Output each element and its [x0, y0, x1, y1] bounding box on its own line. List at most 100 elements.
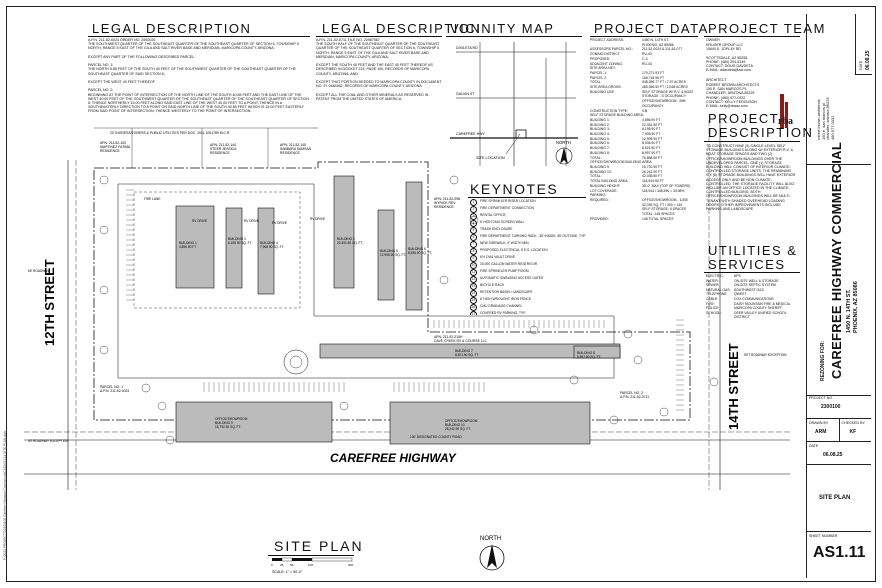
- building-4: [257, 207, 275, 295]
- keynote-number-icon: 1: [470, 199, 477, 206]
- project-team-underline: [704, 36, 800, 37]
- street-label-12th: 12TH STREET: [42, 259, 57, 346]
- project-data-value: 4,896.90 FT: [642, 117, 661, 122]
- architect-label: ARCHITECT: [706, 78, 727, 82]
- building-8: [573, 345, 621, 359]
- plan-annotation: 40' ROADWAY EXCEPTION: [28, 439, 69, 443]
- keynote-number-icon: 17: [470, 311, 477, 315]
- utility-key: SCHOOL:: [706, 310, 722, 315]
- scale-tick: 25: [280, 563, 284, 567]
- keynote-number-icon: 13: [470, 283, 477, 290]
- project-data-key: BUILDING 9:: [590, 164, 610, 169]
- parking-stalls: [126, 189, 684, 411]
- vicinity-north-arrow-icon: [560, 147, 568, 164]
- project-data-row: PROPOSED:C-3: [590, 57, 698, 62]
- keynote-number-icon: 6: [470, 234, 477, 241]
- project-data-value: RU-43: [642, 61, 652, 66]
- vicinity-site-marker: [515, 129, 527, 139]
- project-description-body: TO CONSTRUCT NINE (9) SINGLE LEVEL SELF …: [706, 144, 796, 212]
- plan-annotation: RV DRIVE: [244, 219, 259, 223]
- plan-annotation: 100' DESIGNATED COUNTY ROAD: [410, 435, 462, 439]
- project-data-title: PROJECT DATA: [594, 21, 709, 36]
- legal-description-1-title: LEGAL DESCRIPTION: [92, 21, 252, 36]
- adjacent-parcel-labels: 20' INGRESS/EGRESS & PUBLIC UTILITIES PE…: [100, 131, 649, 399]
- project-data-key: BUILDING HEIGHT:: [590, 183, 621, 188]
- project-data-value: SELF STORAGE W/ R.V. & BOAT STORAGE - S …: [642, 89, 694, 99]
- project-data-row: OFFICE/SHOWROOM - B/M OCCUPANCY: [590, 99, 698, 108]
- drawn-by: ARM: [815, 429, 827, 435]
- project-data-row: REQUIRED:OFFICE/SHOWROOM - 1/300: [590, 198, 698, 203]
- north-arrow-icon: [487, 544, 497, 568]
- project-no-cell: PROJECT NO. 2300100: [807, 394, 871, 419]
- landscape-island: [283, 349, 309, 375]
- file-path-note: P:\2023 PROJECTS\2300100 Carefree Highwa…: [3, 430, 7, 560]
- project-data-row: SITE AREA NET:: [590, 66, 698, 71]
- project-data-value: 465,356.50 FT / 10.68 ACRES: [642, 85, 688, 90]
- project-address: 1450 N. 14TH ST. PHOENIX, AZ 85086: [846, 281, 859, 333]
- sheet-title-cell: SITE PLAN: [807, 465, 871, 532]
- keynote-number-icon: 4: [470, 220, 477, 227]
- tree-icon: [659, 407, 669, 417]
- legal-description-2-body: A.P.N. 211-52-0711 FILE NO. 20987567 THE…: [316, 38, 442, 101]
- keynote-text: AUTOMATIC SWINGING ACCESS GATES: [480, 276, 544, 280]
- project-no: 2300100: [821, 404, 841, 410]
- tree-icon: [165, 435, 175, 445]
- firm-logo-mark: [780, 94, 784, 128]
- scale-bar-segment: [281, 557, 293, 562]
- utilities-title: UTILITIES & SERVICES: [708, 243, 798, 272]
- title-block-date-top-label: DATE: [859, 60, 863, 70]
- project-data-value: 15,792.90 FT: [642, 164, 663, 169]
- vicinity-site-label: SITE LOCATION: [476, 156, 505, 160]
- tree-icon: [99, 175, 109, 185]
- checked-by-cell: CHECKED BY KF: [840, 419, 872, 441]
- keynotes-underline: [468, 197, 586, 198]
- tree-icon: [141, 383, 151, 393]
- title-block-date-top: 06.08.25: [865, 50, 871, 70]
- keynote-text: 6' HIGH WROUGHT IRON FENCE: [480, 297, 532, 301]
- tree-icon: [339, 401, 349, 411]
- project-data-key: PROPOSED:: [590, 56, 611, 61]
- project-data-row: BUILDING USE:SELF STORAGE W/ R.V. & BOAT…: [590, 90, 698, 99]
- keynotes-title: KEYNOTES: [470, 181, 559, 197]
- keynote-text: FIRE DEPARTMENT CONNECTION: [480, 206, 534, 210]
- utility-key: CABLE:: [706, 296, 719, 301]
- keynote-number-icon: 3: [470, 213, 477, 220]
- fire-lane: [133, 191, 301, 309]
- project-data-key: BUILDING 10:: [590, 169, 612, 174]
- keynote-text: 6'H CMU VAULT DRIVE: [480, 255, 516, 259]
- owner-info: KRUGER GROUP LLC 10640 E. JOPLAY RD SCOT…: [706, 43, 753, 73]
- tree-icon: [449, 175, 459, 185]
- scale-tick: 0: [271, 563, 273, 567]
- project-data-key: ASSESSORS PARCEL NO.:: [590, 47, 633, 52]
- keynote-number-icon: 16: [470, 304, 477, 311]
- project-data-value: 118,944.50 FT: [642, 179, 664, 184]
- project-data-value: RU-43: [642, 52, 652, 57]
- firm-logo-mark: [785, 102, 788, 128]
- north-label: NORTH: [480, 536, 501, 542]
- site-plan-title: SITE PLAN: [274, 538, 364, 554]
- tree-icon: [623, 329, 633, 339]
- project-data-value: 118,944 / 348,396 = 34.98%: [642, 188, 685, 193]
- plan-annotation: RV DRIVE: [192, 219, 207, 223]
- keynote-text: RENTAL OFFICE: [480, 213, 506, 217]
- tree-icon: [569, 375, 579, 385]
- keynote-number-icon: 9: [470, 255, 477, 262]
- project-data-key: PARCEL 2:: [590, 75, 607, 80]
- project-data-value: 179,271.93 FT: [642, 70, 665, 75]
- tree-icon: [439, 275, 449, 285]
- keynote-text: FIRE DEPARTMENT TURNING RADII - 38' INSI…: [480, 234, 586, 238]
- date-value: 06.08.25: [823, 452, 843, 458]
